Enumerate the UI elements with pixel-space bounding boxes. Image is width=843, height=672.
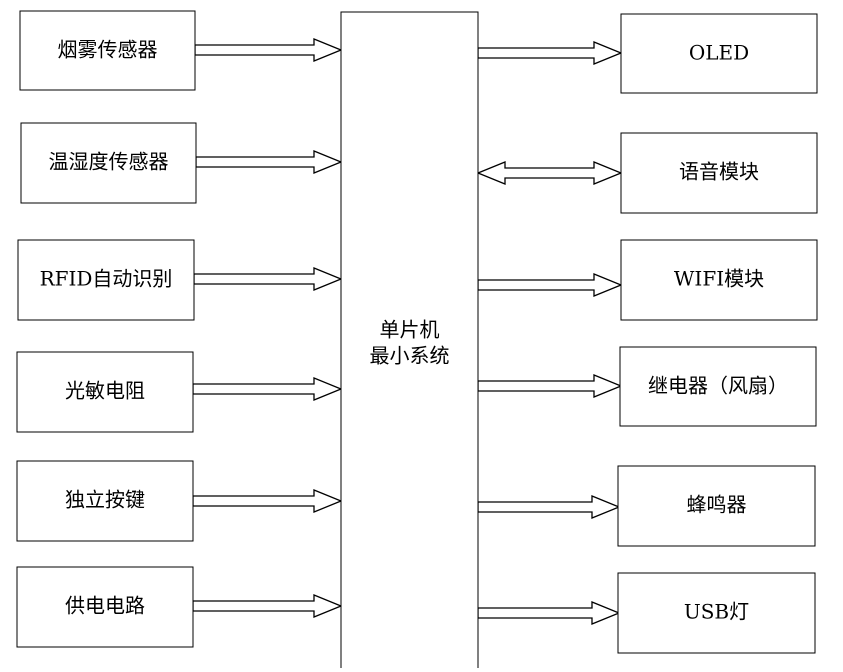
output-label-buzzer: 蜂鸣器 [687,493,747,517]
input-box-keys [16,460,194,542]
output-label-usb-light: USB灯 [684,600,749,624]
output-box-voice-module [620,132,818,214]
output-box-oled [620,13,818,94]
arrow-relay [477,374,623,398]
arrow-rfid [193,267,343,291]
input-label-photoresistor: 光敏电阻 [65,379,145,403]
output-box-relay [619,346,817,427]
arrow-wifi-module [477,273,623,297]
input-label-power: 供电电路 [65,594,145,618]
output-box-usb-light [617,572,816,654]
input-box-temp-humidity-sensor [20,122,197,204]
output-box-wifi-module [620,239,818,321]
mcu-label-line-2: 最小系统 [370,344,450,368]
arrow-photoresistor [192,377,343,401]
input-blocks: 烟雾传感器 温湿度传感器 RFID自动识别 光敏电阻 独立按键 供电电路 [16,10,197,648]
arrow-oled [477,41,623,65]
input-box-photoresistor [16,351,194,433]
arrow-buzzer [477,495,621,519]
mcu-block: 单片机 最小系统 [340,11,479,672]
arrow-power [192,594,343,618]
arrow-usb-light [477,601,621,625]
input-label-smoke-sensor: 烟雾传感器 [58,38,158,62]
arrow-temp-humidity-sensor [195,150,343,174]
output-label-oled: OLED [689,41,749,65]
output-label-voice-module: 语音模块 [679,160,759,184]
input-label-keys: 独立按键 [65,488,145,512]
mcu-label-line-1: 单片机 [380,318,440,342]
input-box-power [16,566,194,648]
mcu-box [340,11,479,672]
arrow-keys [192,489,343,513]
output-blocks: OLED 语音模块 WIFI模块 继电器（风扇） 蜂鸣器 USB灯 [617,13,818,654]
input-label-temp-humidity-sensor: 温湿度传感器 [49,150,169,174]
output-label-relay: 继电器（风扇） [648,374,788,398]
input-box-rfid [17,239,195,321]
arrow-smoke-sensor [194,38,343,62]
output-label-wifi-module: WIFI模块 [674,267,764,291]
input-box-smoke-sensor [19,10,196,91]
arrow-voice-module [476,161,623,185]
output-box-buzzer [617,465,816,547]
input-label-rfid: RFID自动识别 [40,267,173,291]
